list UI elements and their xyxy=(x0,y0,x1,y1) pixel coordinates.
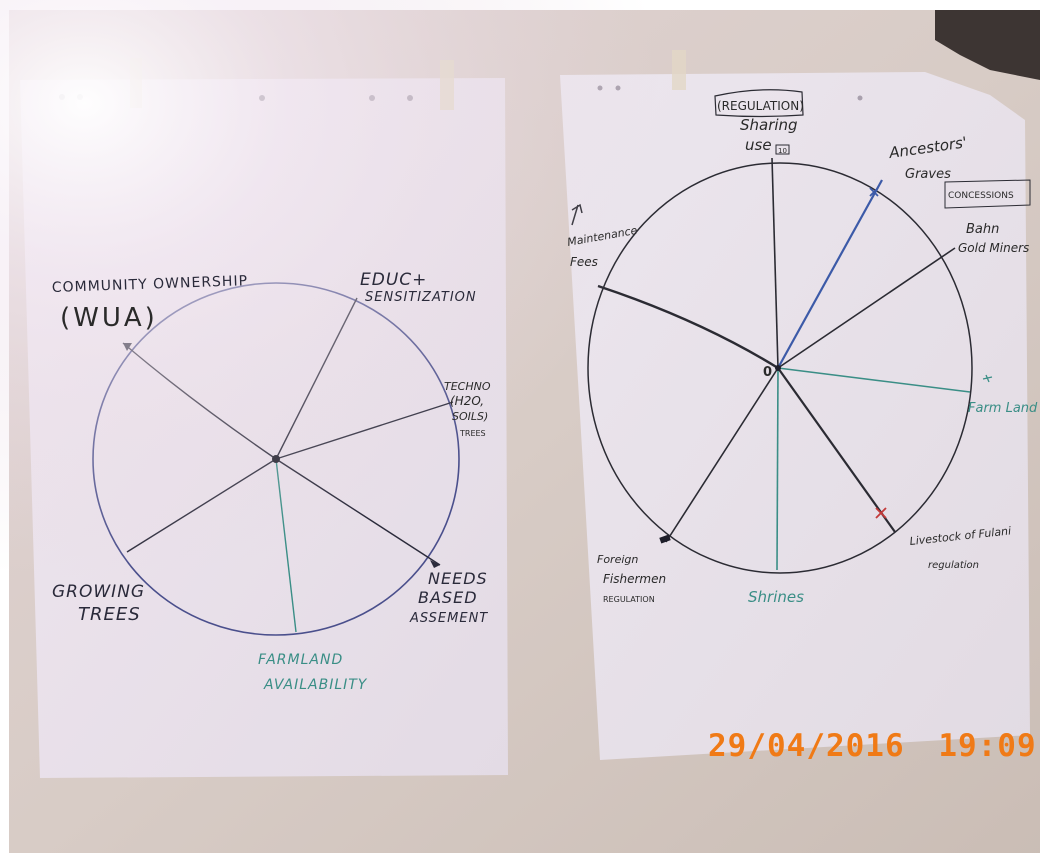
label-educ: EDUC+ xyxy=(360,270,427,290)
label-fees: Fees xyxy=(570,255,598,269)
label-box-mark: 10 xyxy=(778,147,787,155)
label-concessions: CONCESSIONS xyxy=(948,191,1014,201)
label-community-ownership: COMMUNITY OWNERSHIP xyxy=(52,273,249,296)
camera-date-stamp: 29/04/2016 19:09 xyxy=(708,728,1037,764)
label-regulation: (REGULATION) xyxy=(717,99,804,113)
label-availability: AVAILABILITY xyxy=(263,677,368,693)
label-techno: TECHNO xyxy=(444,380,491,393)
label-sensitization: SENSITIZATION xyxy=(365,290,477,305)
label-gold-miners: Gold Miners xyxy=(958,241,1029,255)
label-based: BASED xyxy=(418,588,478,607)
label-trees: TREES xyxy=(78,604,141,625)
label-graves: Graves xyxy=(905,167,951,182)
label-growing: GROWING xyxy=(52,582,145,602)
label-trees-small: TREES xyxy=(459,429,486,438)
label-center-zero: 0 xyxy=(763,365,772,380)
stamp-time: 19:09 xyxy=(938,728,1037,764)
label-h2o: (H2O, xyxy=(450,394,484,408)
label-fishermen: Fishermen xyxy=(603,572,666,586)
left-chart-labels: COMMUNITY OWNERSHIP (WUA) EDUC+ SENSITIZ… xyxy=(52,270,491,693)
label-foreign-regulation: REGULATION xyxy=(603,595,655,604)
label-farm-land: Farm Land xyxy=(968,401,1038,416)
label-foreign: Foreign xyxy=(597,553,638,566)
label-shrines: Shrines xyxy=(748,588,804,606)
stamp-date: 29/04/2016 xyxy=(708,728,905,764)
label-assessment: ASSEMENT xyxy=(409,611,488,626)
label-soils: SOILS) xyxy=(452,410,488,423)
label-wua: (WUA) xyxy=(60,303,158,333)
label-use: use xyxy=(745,136,772,154)
label-bahn: Bahn xyxy=(966,222,999,237)
label-farmland: FARMLAND xyxy=(258,652,343,668)
label-sharing: Sharing xyxy=(740,116,798,134)
label-needs: NEEDS xyxy=(428,569,488,588)
label-livestock-regulation: regulation xyxy=(928,560,979,571)
